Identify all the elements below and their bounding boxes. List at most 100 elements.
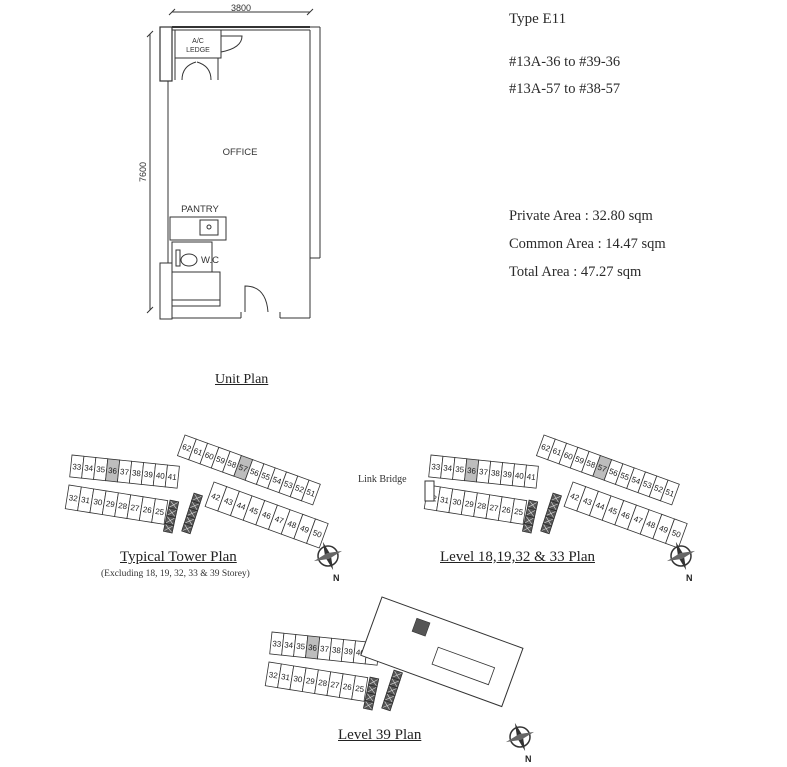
unit-number: 36 [108, 466, 118, 476]
unit-number: 30 [452, 497, 463, 507]
unit-number: 35 [296, 642, 306, 652]
ac-ledge-label-2: LEDGE [186, 47, 210, 54]
unit-number: 32 [268, 670, 279, 680]
unit-number: 56 [608, 467, 620, 479]
unit-number: 48 [286, 519, 298, 531]
unit-number: 47 [632, 514, 644, 526]
unit-cell-25 [351, 675, 369, 702]
unit-number: 58 [226, 459, 238, 471]
unit-number: 51 [664, 487, 676, 499]
level-18-plan: 3334353637383940413231302928272625626160… [423, 434, 688, 549]
unit-number: 25 [355, 684, 366, 694]
unit-number: 27 [130, 503, 141, 513]
unit-number: 49 [658, 524, 670, 536]
unit-number: 39 [343, 647, 353, 657]
unit-number: 43 [223, 496, 235, 508]
unit-number: 32 [68, 493, 79, 503]
unit-number: 27 [489, 503, 500, 513]
unit-number: 56 [249, 467, 261, 479]
unit-number: 30 [93, 497, 104, 507]
unit-cell-41 [523, 464, 539, 489]
unit-number: 37 [479, 467, 489, 477]
unit-number: 36 [467, 466, 477, 476]
pantry-label: PANTRY [181, 204, 219, 215]
unit-number: 45 [607, 505, 619, 517]
unit-cell-41 [164, 464, 180, 489]
unit-number: 34 [84, 463, 94, 473]
unit-number: 48 [645, 519, 657, 531]
compass-north-label: N [525, 754, 532, 764]
unit-number: 40 [355, 648, 365, 658]
unit-number: 60 [204, 450, 216, 462]
unit-number: 54 [271, 475, 283, 487]
unit-number: 53 [282, 479, 294, 491]
unit-number: 59 [215, 454, 227, 466]
unit-number: 29 [105, 499, 116, 509]
unit-number: 29 [305, 676, 316, 686]
unit-cell-25 [151, 498, 169, 525]
unit-number: 41 [167, 472, 177, 482]
compass-level-18: N [666, 541, 696, 583]
compass-level-39: N [505, 722, 535, 764]
unit-number: 52 [294, 483, 306, 495]
unit-number: 29 [464, 499, 475, 509]
unit-number: 28 [476, 501, 487, 511]
unit-number: 45 [248, 505, 260, 517]
private-area: Private Area : 32.80 sqm [509, 208, 653, 224]
unit-range-2: #13A-57 to #38-57 [509, 81, 621, 97]
unit-number: 31 [280, 672, 291, 682]
unit-number: 40 [155, 471, 165, 481]
unit-cell-25 [510, 498, 528, 525]
unit-number: 26 [142, 505, 153, 515]
level-39-podium-block [360, 596, 524, 708]
unit-number: 31 [80, 495, 91, 505]
unit-number: 34 [284, 640, 294, 650]
unit-number: 33 [272, 639, 282, 649]
unit-number: 39 [143, 470, 153, 480]
unit-plan-title: Unit Plan [215, 372, 269, 387]
unit-range-1: #13A-36 to #39-36 [509, 54, 621, 70]
unit-number: 25 [514, 507, 525, 517]
unit-number: 54 [630, 475, 642, 487]
unit-number: 46 [261, 510, 273, 522]
lift-core [362, 676, 380, 711]
unit-number: 40 [514, 471, 524, 481]
unit-number: 41 [526, 472, 536, 482]
unit-number: 39 [502, 470, 512, 480]
unit-number: 26 [342, 682, 353, 692]
unit-number: 59 [574, 454, 586, 466]
unit-number: 37 [320, 644, 330, 654]
level-39-plan-title: Level 39 Plan [338, 727, 422, 743]
unit-number: 38 [491, 468, 501, 478]
unit-number: 62 [181, 442, 193, 454]
unit-number: 50 [670, 528, 682, 540]
unit-number: 61 [192, 446, 204, 458]
unit-number: 38 [332, 645, 342, 655]
unit-number: 28 [117, 501, 128, 511]
unit-number: 30 [293, 674, 304, 684]
office-label: OFFICE [223, 147, 258, 158]
level-18-plan-title: Level 18,19,32 & 33 Plan [440, 549, 595, 565]
unit-number: 42 [569, 491, 581, 503]
unit-number: 50 [311, 528, 323, 540]
unit-number: 52 [653, 483, 665, 495]
total-area: Total Area : 47.27 sqm [509, 264, 642, 280]
unit-number: 25 [155, 507, 166, 517]
unit-number: 38 [132, 468, 142, 478]
unit-cell-50 [665, 518, 688, 549]
unit-number: 31 [439, 495, 450, 505]
unit-cell-51 [660, 479, 680, 506]
compass-north-label: N [686, 573, 693, 583]
